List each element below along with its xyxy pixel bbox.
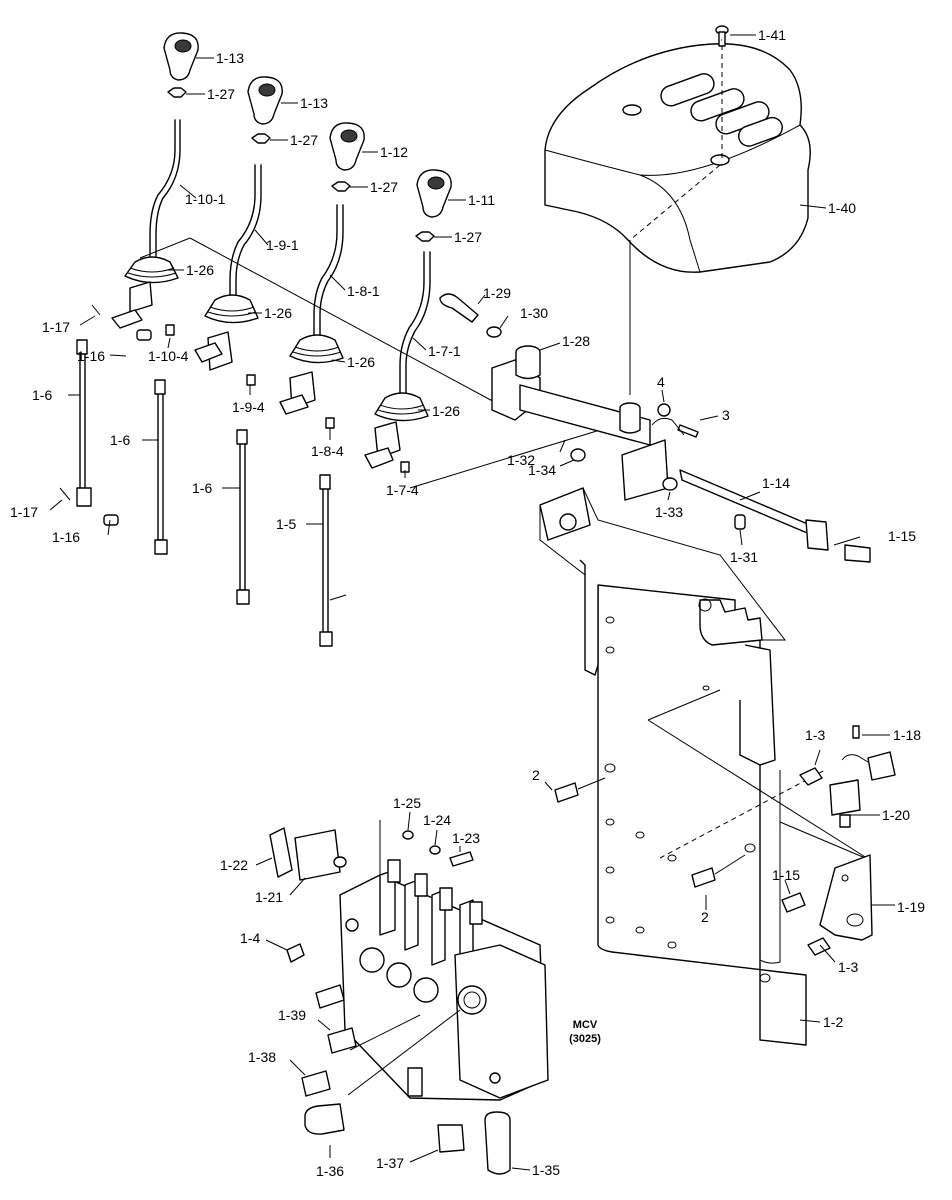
callout-label: 1-10-4 xyxy=(148,348,189,364)
callout-label: 1-39 xyxy=(278,1007,306,1023)
callout-label: 1-36 xyxy=(316,1163,344,1179)
callout-label: 1-27 xyxy=(454,229,482,245)
callout-label: 1-26 xyxy=(347,354,375,370)
callout-label: 1-10-1 xyxy=(185,191,226,207)
callout-label: 1-17 xyxy=(42,319,70,335)
callout-label: 1-35 xyxy=(532,1162,560,1178)
callout-label: 1-31 xyxy=(730,549,758,565)
lever-bases xyxy=(111,281,401,469)
callout-label: 1-34 xyxy=(528,462,556,478)
callout-label: 1-5 xyxy=(276,516,296,532)
callout-label: 1-8-1 xyxy=(347,283,380,299)
callout-label: 1-26 xyxy=(264,305,292,321)
callout-label: 1-30 xyxy=(520,305,548,321)
knob-1-12 xyxy=(329,122,365,171)
fittings-1-29-1-30 xyxy=(439,293,871,563)
callout-label: 1-23 xyxy=(452,830,480,846)
callout-label: 2 xyxy=(701,909,709,925)
callout-label: 1-40 xyxy=(828,200,856,216)
callout-label: 1-26 xyxy=(432,403,460,419)
callout-label: 1-37 xyxy=(376,1155,404,1171)
callout-label: 1-9-4 xyxy=(232,399,265,415)
callout-label: 1-16 xyxy=(52,529,80,545)
callout-label: 1-3 xyxy=(838,959,858,975)
callout-label: 1-33 xyxy=(655,504,683,520)
mcv-valve xyxy=(339,859,549,1101)
bolt-1-41 xyxy=(715,25,729,47)
callout-label: 1-6 xyxy=(192,480,212,496)
bracket-1-28 xyxy=(491,345,669,501)
callout-label: 1-27 xyxy=(290,132,318,148)
leader-lines xyxy=(49,34,895,1171)
callout-labels: 1-13 1-27 1-13 1-27 1-12 1-27 1-11 1-27 … xyxy=(10,27,925,1179)
callout-label: 1-7-1 xyxy=(428,343,461,359)
callout-label: 1-17 xyxy=(10,504,38,520)
pins-1-16-1-17 xyxy=(59,304,152,526)
screws-3-4 xyxy=(651,403,699,438)
callout-label: 1-41 xyxy=(758,27,786,43)
callout-label: 1-25 xyxy=(393,795,421,811)
callout-label: 1-32 xyxy=(507,452,535,468)
lever-1-8-1 xyxy=(313,204,344,346)
callout-label: 1-13 xyxy=(300,95,328,111)
knob-1-13-b xyxy=(247,76,283,125)
switch-1-20 xyxy=(829,725,896,828)
callout-label: 1-3 xyxy=(805,727,825,743)
lever-1-10-1 xyxy=(149,119,181,263)
callout-label: 1-26 xyxy=(186,262,214,278)
callout-label: 1-6 xyxy=(110,432,130,448)
plate-holes xyxy=(604,616,771,983)
nuts-1-27 xyxy=(167,87,435,242)
callout-label: 1-29 xyxy=(483,285,511,301)
rods xyxy=(76,339,347,647)
callout-label: 1-13 xyxy=(216,50,244,66)
callout-label: 4 xyxy=(657,374,665,390)
lever-1-9-1 xyxy=(229,164,262,306)
mcv-label: MCV xyxy=(573,1019,598,1031)
boots-1-26 xyxy=(124,256,429,422)
lever-1-7-1 xyxy=(399,251,431,396)
callout-label: 1-11 xyxy=(468,192,495,208)
callout-label: 1-7-4 xyxy=(386,482,419,498)
shaft-1-14 xyxy=(679,469,829,551)
callout-label: 1-19 xyxy=(897,899,925,915)
callout-label: 1-16 xyxy=(77,348,105,364)
callout-label: 2 xyxy=(532,767,540,783)
callout-label: 1-20 xyxy=(882,807,910,823)
callout-label: 3 xyxy=(722,407,730,423)
bolts-2 xyxy=(554,777,746,888)
callout-label: 1-9-1 xyxy=(266,237,299,253)
mcv-code: (3025) xyxy=(569,1033,601,1045)
cover-1-40 xyxy=(544,43,811,273)
callout-label: 1-24 xyxy=(423,812,451,828)
callout-label: 1-22 xyxy=(220,857,248,873)
brackets-1-21-1-22 xyxy=(269,827,474,881)
callout-label: 1-14 xyxy=(762,475,790,491)
callout-label: 1-2 xyxy=(823,1014,843,1030)
callout-label: 1-27 xyxy=(370,179,398,195)
callout-label: 1-28 xyxy=(562,333,590,349)
knob-1-11 xyxy=(416,169,452,218)
callout-label: 1-21 xyxy=(255,889,283,905)
callout-label: 1-6 xyxy=(32,387,52,403)
callout-label: 1-12 xyxy=(380,144,408,160)
bolts-1-3-1-15 xyxy=(781,767,831,956)
knob-1-13-a xyxy=(163,32,199,81)
callout-label: 1-15 xyxy=(888,528,916,544)
callout-label: 1-8-4 xyxy=(311,443,344,459)
callout-label: 1-4 xyxy=(240,930,260,946)
callout-label: 1-27 xyxy=(207,86,235,102)
callout-label: 1-18 xyxy=(893,727,921,743)
plate-1-2 xyxy=(539,487,807,1046)
callout-label: 1-38 xyxy=(248,1049,276,1065)
callout-label: 1-15 xyxy=(772,867,800,883)
ports xyxy=(286,943,511,1175)
bracket-1-19 xyxy=(819,854,873,941)
